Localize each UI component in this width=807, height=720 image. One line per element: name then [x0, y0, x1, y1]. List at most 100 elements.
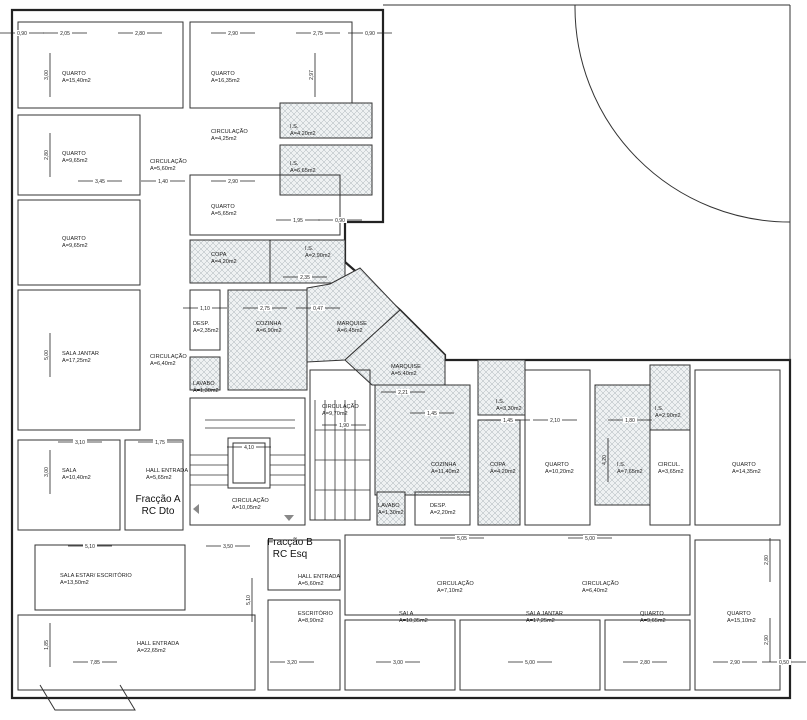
room-area: A=2,20m2: [430, 510, 456, 516]
dimension-label: 3,20: [287, 660, 297, 666]
dimension-label: 1,90: [339, 423, 349, 429]
room-area: A=4,20m2: [490, 469, 516, 475]
room-area: A=2,90m2: [305, 253, 331, 259]
room-area: A=9,65m2: [62, 158, 88, 164]
dimension-label: 7,85: [90, 660, 100, 666]
room-name: I.S.: [290, 124, 299, 130]
room-name: QUARTO: [732, 462, 756, 468]
dimension-label: 2,97: [309, 70, 315, 80]
room-area: A=13,50m2: [60, 580, 89, 586]
dimension-label: 0,90: [335, 218, 345, 224]
dimension-label: 2,90: [764, 635, 770, 645]
dimension-label: 1,45: [427, 411, 437, 417]
room-area: A=10,05m2: [232, 505, 261, 511]
room-name: HALL ENTRADA: [298, 574, 340, 580]
room-name: QUARTO: [62, 151, 86, 157]
room-area: A=22,65m2: [137, 648, 166, 654]
room-name: CIRCULAÇÃO: [582, 580, 619, 587]
room-area: A=4,20m2: [211, 259, 237, 265]
dimension-label: 1,95: [293, 218, 303, 224]
dimension-label: 5,00: [44, 350, 50, 360]
room-area: A=5,65m2: [146, 475, 172, 481]
room-name: QUARTO: [727, 611, 751, 617]
dimension-label: 5,05: [457, 536, 467, 542]
room-area: A=5,40m2: [391, 371, 417, 377]
dimension-label: 2,90: [228, 31, 238, 37]
room-area: A=7,10m2: [437, 588, 463, 594]
dimension-label: 3,50: [223, 544, 233, 550]
dimension-label: 2,90: [228, 179, 238, 185]
room-area: A=3,30m2: [496, 406, 522, 412]
dimension-label: 2,80: [135, 31, 145, 37]
room-area: A=1,30m2: [378, 510, 404, 516]
room-area: A=7,65m2: [617, 469, 643, 475]
dimension-label: 3,10: [75, 440, 85, 446]
room-label: I.S.A=7,65m2: [617, 462, 643, 475]
room-area: A=6,45m2: [337, 328, 363, 334]
room-name: QUARTO: [62, 71, 86, 77]
fraction-b-unit: RC Esq: [273, 549, 307, 560]
room-name: QUARTO: [62, 236, 86, 242]
room-label: I.S.A=3,30m2: [496, 399, 522, 412]
room-area: A=5,60m2: [298, 581, 324, 587]
dimension-label: 5,10: [246, 595, 252, 605]
room-name: SALA JANTAR: [62, 351, 99, 357]
room-name: DESP.: [193, 321, 210, 327]
room-area: A=17,25m2: [62, 358, 91, 364]
fraction-a-unit: RC Dto: [142, 506, 175, 517]
room-name: CIRCULAÇÃO: [322, 403, 359, 410]
room-area: A=11,40m2: [431, 469, 459, 475]
room-name: HALL ENTRADA: [137, 641, 179, 647]
room-name: QUARTO: [211, 71, 235, 77]
room-name: MARQUISE: [337, 321, 367, 327]
room-name: I.S.: [290, 161, 299, 167]
dimension-label: 0,90: [17, 31, 27, 37]
dimension-label: 2,90: [730, 660, 740, 666]
room-name: COPA: [211, 252, 227, 258]
dimension-label: 1,45: [503, 418, 513, 424]
room-label: DESP.A=2,20m2: [430, 503, 456, 516]
room-name: COZINHA: [431, 462, 456, 468]
room-area: A=5,60m2: [150, 166, 176, 172]
room-area: A=16,35m2: [211, 78, 240, 84]
fraction-a-name: Fracção A: [135, 494, 180, 505]
room-area: A=6,40m2: [582, 588, 608, 594]
dimension-label: 0,90: [365, 31, 375, 37]
room-name: LAVABO: [193, 381, 215, 387]
dimension-label: 2,21: [398, 390, 408, 396]
room-label: I.S.A=2,90m2: [655, 406, 681, 419]
room-area: A=2,90m2: [655, 413, 681, 419]
room-area: A=6,90m2: [256, 328, 282, 334]
room-area: A=14,35m2: [732, 469, 761, 475]
room-area: A=15,40m2: [62, 78, 91, 84]
room-name: SALA ESTAR/ ESCRITÓRIO: [60, 572, 132, 579]
room-name: CIRCULAÇÃO: [437, 580, 474, 587]
room-name: HALL ENTRADA: [146, 468, 188, 474]
room-name: CIRCULAÇÃO: [150, 158, 187, 165]
dimension-label: 5,00: [585, 536, 595, 542]
dimension-label: 0,50: [779, 660, 789, 666]
room-area: A=6,65m2: [290, 168, 316, 174]
room-name: CIRCUL.: [658, 462, 681, 468]
dimension-label: 3,00: [393, 660, 403, 666]
room-area: A=5,65m2: [211, 211, 237, 217]
dimension-label: 2,80: [44, 150, 50, 160]
